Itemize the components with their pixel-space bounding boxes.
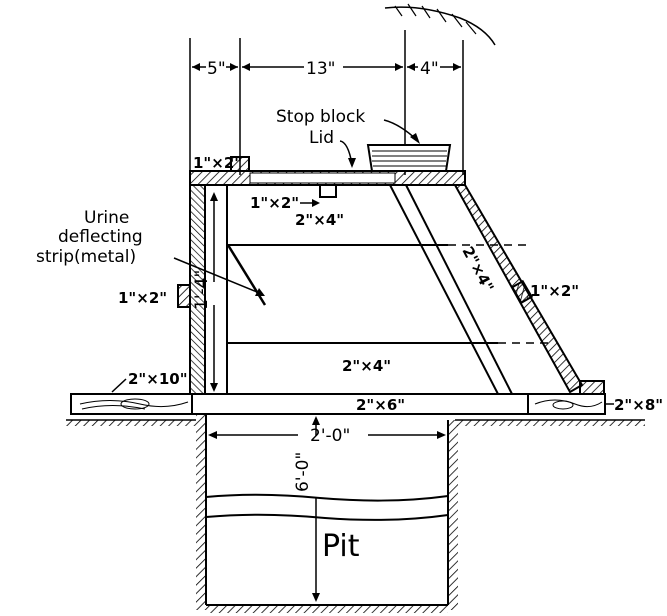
left-cleat	[177, 284, 191, 308]
label-urine-3: strip(metal)	[36, 247, 136, 267]
ground-surface	[66, 419, 645, 426]
label-urine-1: Urine	[84, 208, 129, 228]
label-sill-left: 2"×10"	[128, 370, 188, 388]
label-base-board: 2"×6"	[356, 396, 405, 414]
label-cleat-right: 1"×2"	[530, 282, 579, 300]
stop-block	[366, 144, 452, 172]
dim-right-width: 4"	[420, 59, 439, 79]
label-lower-rail: 2"×4"	[342, 357, 391, 375]
right-stop-block	[579, 380, 605, 395]
pit	[196, 414, 458, 613]
label-urine-2: deflecting	[58, 227, 143, 247]
label-cleat-left: 1"×2"	[118, 289, 167, 307]
wall-sketch	[384, 3, 496, 46]
label-joist-under-lid: 2"×4"	[295, 211, 344, 229]
label-cleat-top: 1"×2"	[193, 154, 242, 172]
label-pit: Pit	[322, 529, 360, 564]
right-sill	[527, 393, 606, 415]
top-cleat	[230, 156, 250, 172]
dim-pit-depth: 6'-0"	[293, 452, 313, 492]
dim-pit-width: 2'-0"	[310, 426, 350, 446]
label-sill-right: 2"×8"	[614, 396, 663, 414]
label-cleat-under-lid: 1"×2"	[250, 194, 299, 212]
lid-opening	[249, 172, 396, 184]
label-stop-block: Stop block	[276, 107, 365, 127]
right-cleat	[510, 279, 534, 305]
top-dimensions	[189, 30, 464, 175]
dim-left-width: 5"	[207, 59, 226, 79]
label-lid: Lid	[309, 128, 334, 148]
left-sill	[70, 393, 193, 415]
cleat-under-lid	[319, 184, 337, 198]
dim-height: 1'-4"	[192, 270, 212, 310]
dim-middle-width: 13"	[306, 59, 335, 79]
